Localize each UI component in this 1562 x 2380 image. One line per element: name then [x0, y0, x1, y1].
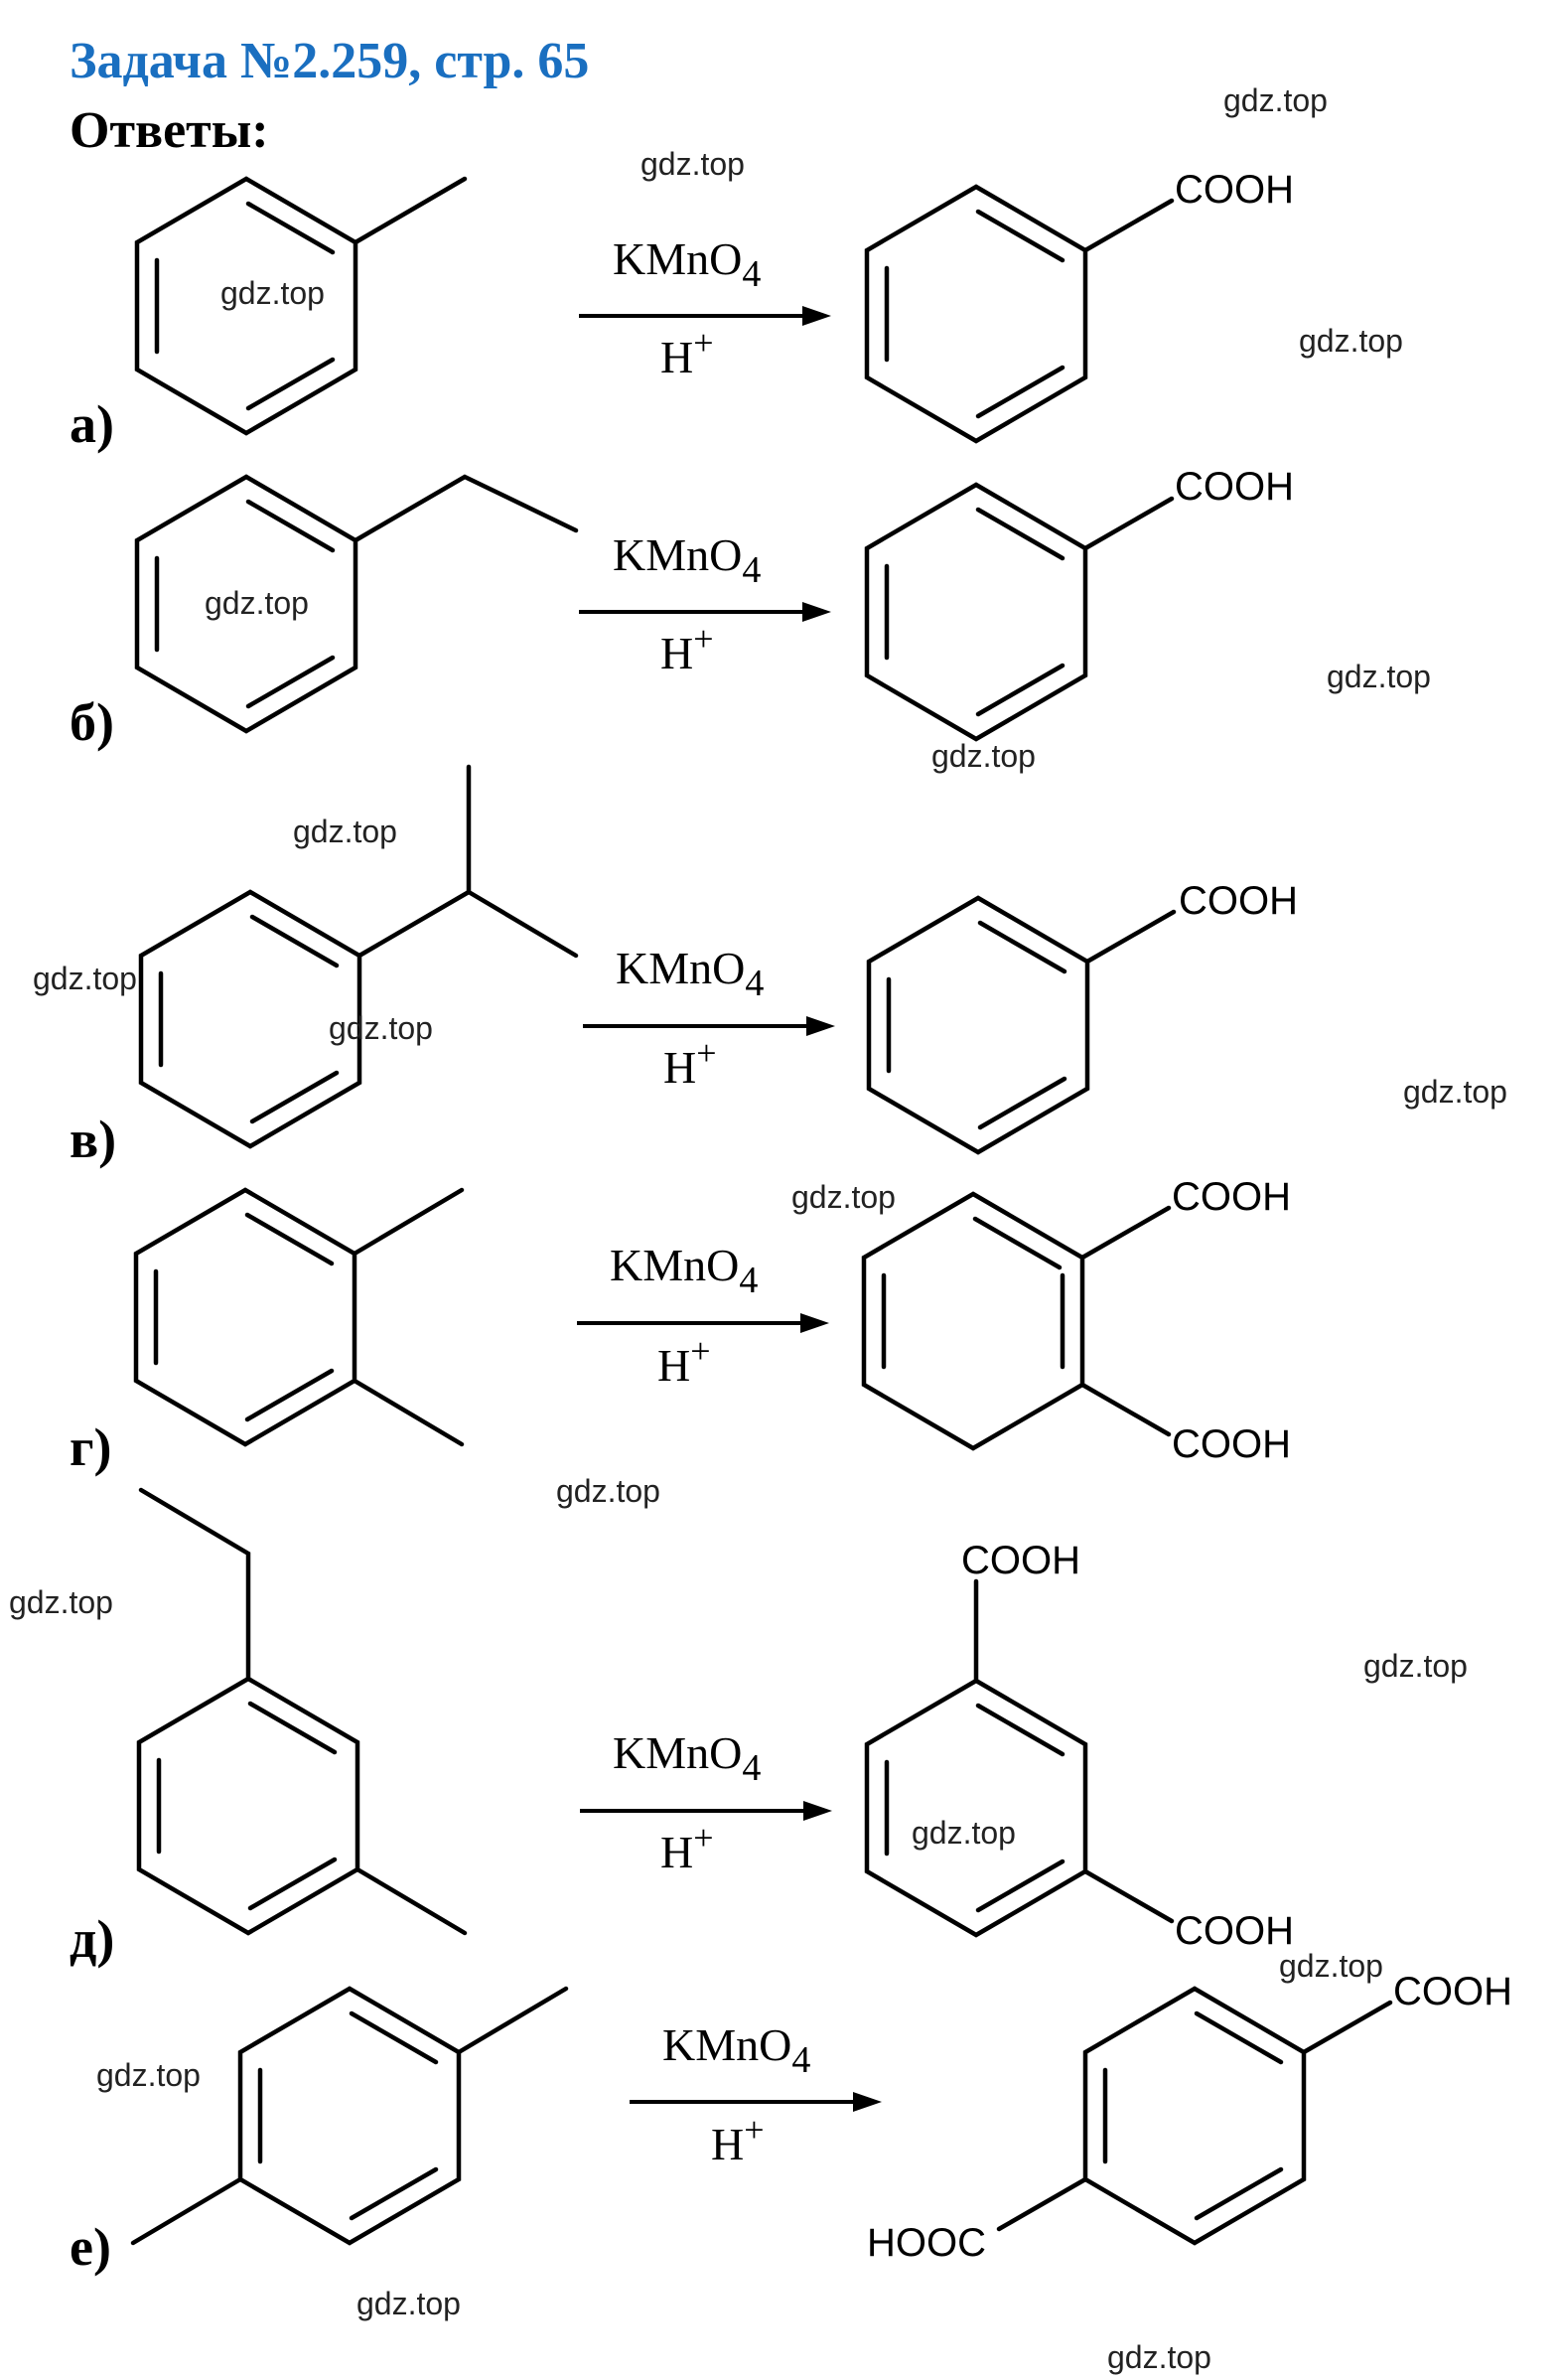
reaction-g: KMnO4 H+ COOH COOH г) — [70, 1175, 1291, 1477]
watermark: gdz.top — [293, 814, 397, 849]
product-benzoic-acid: COOH — [864, 168, 1294, 444]
cooh-label: COOH — [1175, 465, 1294, 509]
reaction-v: KMnO4 H+ COOH в) — [70, 764, 1298, 1169]
condition-label: H+ — [660, 1818, 714, 1877]
reaction-label-e: е) — [70, 2217, 111, 2277]
reaction-label-g: г) — [70, 1417, 112, 1477]
reaction-e: KMnO4 H+ COOH HOOC е) — [70, 1970, 1512, 2277]
reaction-a: KMnO4 H+ COOH а) — [70, 168, 1294, 454]
product-benzoic-acid: COOH — [864, 465, 1294, 742]
arrow-head — [802, 306, 831, 326]
watermark: gdz.top — [1327, 659, 1431, 694]
reagent-label: KMnO4 — [613, 1727, 761, 1789]
condition-label: H+ — [711, 2110, 765, 2169]
cooh-label-bottom: COOH — [1172, 1422, 1291, 1466]
watermark: gdz.top — [791, 1179, 896, 1215]
reactant-isopropylbenzene — [138, 764, 579, 1149]
watermark: gdz.top — [1223, 82, 1328, 118]
reaction-d: KMnO4 H+ COOH COOH д) — [70, 1487, 1294, 1969]
cooh-label: COOH — [1179, 879, 1298, 923]
cooh-label-top: COOH — [961, 1539, 1080, 1582]
product-terephthalic-acid: COOH HOOC — [867, 1970, 1512, 2265]
reactant-o-xylene — [133, 1187, 465, 1447]
page-title: Задача №2.259, стр. 65 — [70, 33, 589, 89]
reagent-label: KMnO4 — [616, 943, 764, 1004]
reactant-m-ethyltoluene — [136, 1487, 468, 1936]
watermark: gdz.top — [556, 1473, 660, 1509]
hooc-label: HOOC — [867, 2221, 986, 2265]
reaction-label-d: д) — [70, 1909, 114, 1969]
reaction-label-b: б) — [70, 692, 114, 752]
answers-label: Ответы: — [70, 102, 269, 159]
watermark: gdz.top — [220, 275, 325, 311]
cooh-label-bottom: COOH — [1175, 1909, 1294, 1953]
watermarks: gdz.top gdz.top gdz.top gdz.top gdz.top … — [9, 82, 1507, 2375]
arrow-head — [802, 602, 831, 622]
reagent-label: KMnO4 — [613, 233, 761, 295]
reaction-label-v: в) — [70, 1110, 116, 1169]
arrow-head — [800, 1313, 829, 1333]
arrow-head — [806, 1016, 835, 1036]
arrow-head — [803, 1801, 832, 1821]
product-phthalic-acid: COOH COOH — [861, 1175, 1291, 1466]
reaction-label-a: а) — [70, 394, 114, 454]
condition-label: H+ — [663, 1033, 717, 1093]
reactant-p-xylene — [130, 1986, 569, 2246]
watermark: gdz.top — [931, 738, 1036, 774]
reagent-label: KMnO4 — [662, 2019, 810, 2081]
watermark: gdz.top — [329, 1010, 433, 1046]
product-benzoic-acid: COOH — [866, 879, 1298, 1155]
cooh-label: COOH — [1175, 168, 1294, 212]
reactant-ethylbenzene — [134, 474, 579, 734]
condition-label: H+ — [660, 323, 714, 382]
condition-label: H+ — [660, 619, 714, 678]
watermark: gdz.top — [1299, 323, 1403, 359]
watermark: gdz.top — [33, 961, 137, 996]
reagent-label: KMnO4 — [610, 1240, 758, 1301]
reactant-toluene — [134, 176, 468, 436]
watermark: gdz.top — [1363, 1648, 1468, 1684]
reagent-label: KMnO4 — [613, 529, 761, 591]
cooh-label: COOH — [1393, 1970, 1512, 2013]
cooh-label-top: COOH — [1172, 1175, 1291, 1219]
watermark: gdz.top — [205, 585, 309, 621]
arrow-head — [853, 2092, 882, 2112]
condition-label: H+ — [657, 1331, 711, 1391]
watermark: gdz.top — [912, 1815, 1016, 1851]
reaction-b: KMnO4 H+ COOH б) — [70, 465, 1294, 752]
watermark: gdz.top — [1403, 1074, 1507, 1110]
watermark: gdz.top — [1107, 2339, 1211, 2375]
watermark: gdz.top — [640, 146, 745, 182]
watermark: gdz.top — [96, 2057, 201, 2093]
watermark: gdz.top — [356, 2286, 461, 2321]
watermark: gdz.top — [9, 1584, 113, 1620]
watermark: gdz.top — [1279, 1948, 1383, 1984]
product-isophthalic-acid: COOH COOH — [864, 1539, 1294, 1953]
